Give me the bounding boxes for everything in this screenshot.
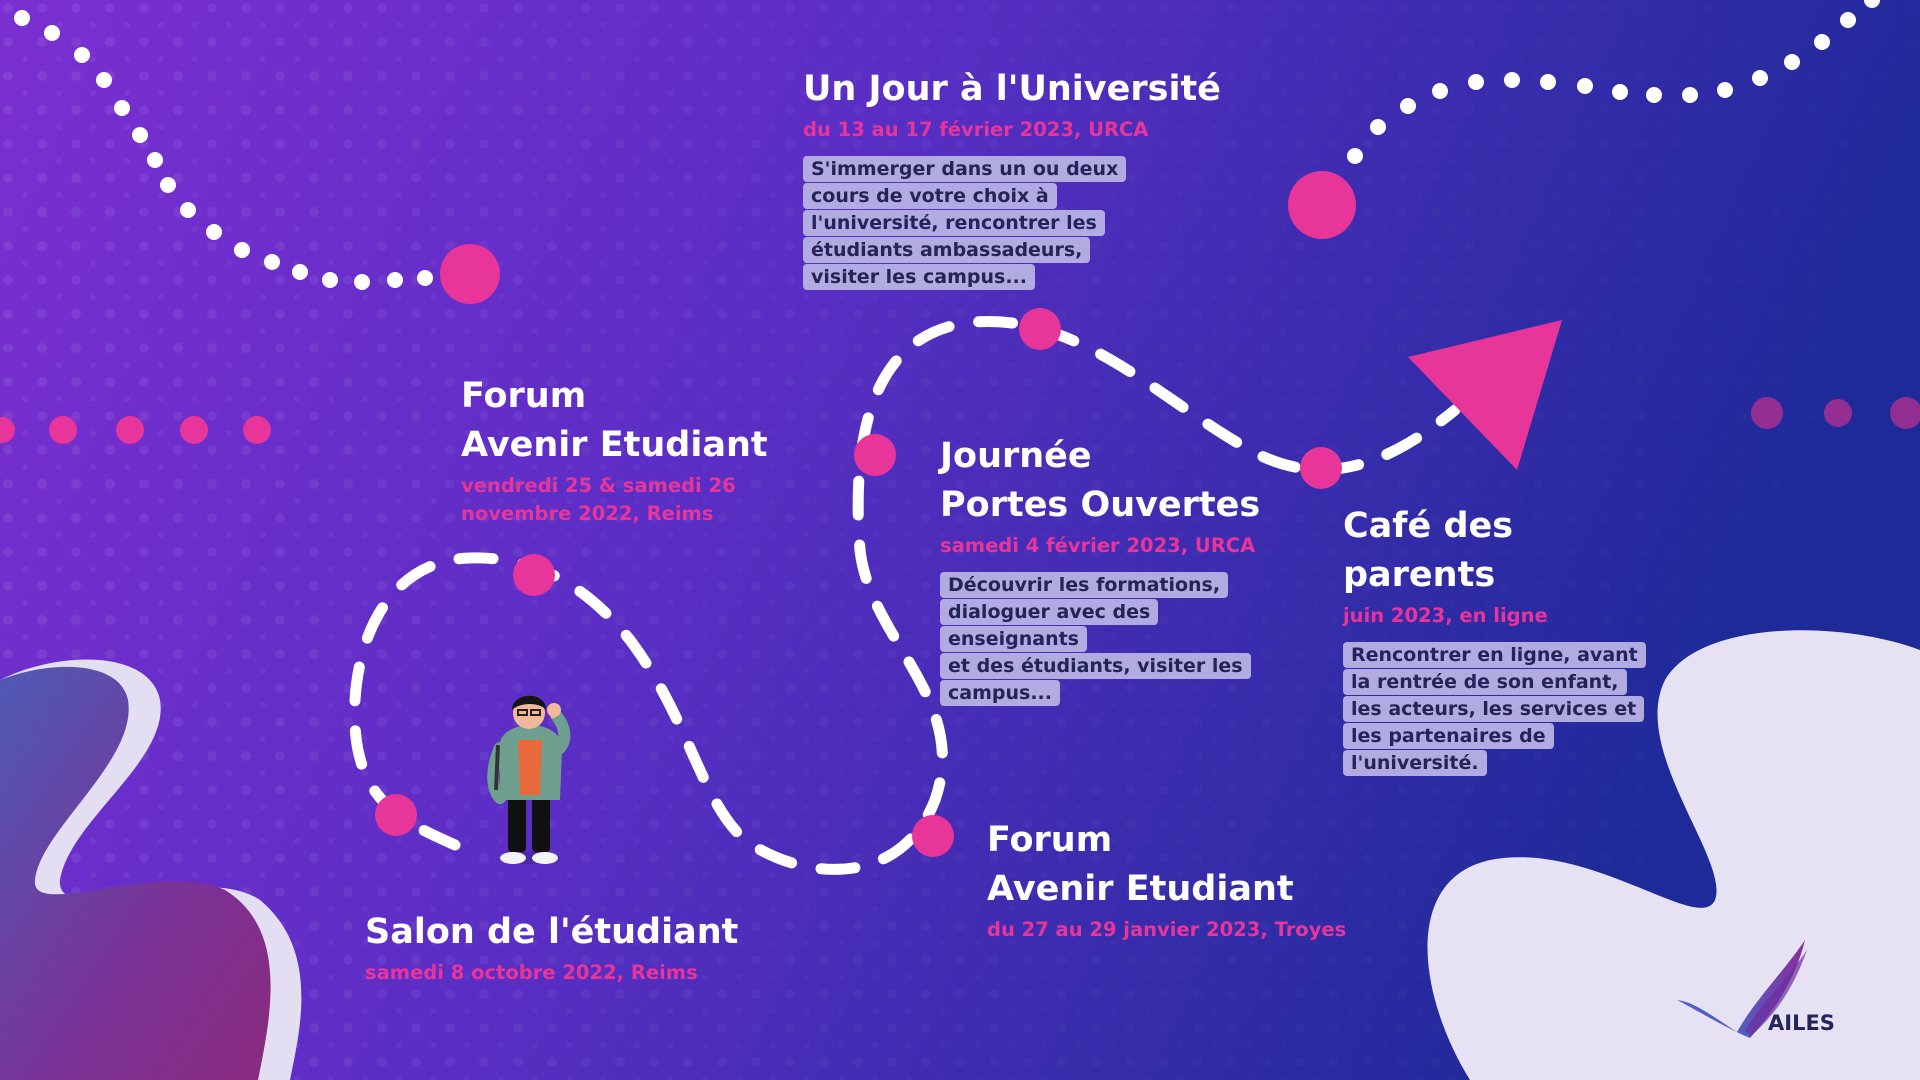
left-pink-dot-row [0,416,271,444]
top-left-dotted-arc [14,10,433,290]
description-line: les partenaires de [1343,723,1554,749]
event-date: samedi 4 février 2023, URCA [940,534,1256,557]
event-title: Forum Avenir Etudiant [987,820,1294,909]
event-jour-universite: Un Jour à l'Université du 13 au 17 févri… [803,65,1223,291]
logo-text: AILES [1768,1011,1835,1035]
event-salon-etudiant: Salon de l'étudiant samedi 8 octobre 202… [365,908,738,987]
description-line: visiter les campus... [803,264,1035,290]
top-left-pink-dot [440,244,500,304]
description-line: Rencontrer en ligne, avant [1343,642,1646,668]
description-line: l'université, rencontrer les [803,210,1105,236]
event-date: vendredi 25 & samedi 26 novembre 2022, R… [461,474,736,525]
event-date: du 13 au 17 février 2023, URCA [803,118,1149,141]
event-description: Découvrir les formations, dialoguer avec… [940,572,1270,707]
event-date: samedi 8 octobre 2022, Reims [365,961,698,984]
event-title: Salon de l'étudiant [365,912,739,952]
description-line: campus... [940,680,1060,706]
wing-icon [1677,940,1807,1038]
event-title: Café des parents [1343,506,1514,595]
description-line: cours de votre choix à [803,183,1057,209]
description-line: dialoguer avec des enseignants [940,599,1159,652]
description-line: la rentrée de son enfant, [1343,669,1627,695]
description-line: étudiants ambassadeurs, [803,237,1091,263]
description-line: S'immerger dans un ou deux [803,156,1127,182]
description-line: les acteurs, les services et [1343,696,1645,722]
left-blob [0,666,271,1080]
event-title: Journée Portes Ouvertes [940,436,1261,525]
event-forum-troyes: Forum Avenir Etudiant du 27 au 29 janvie… [987,816,1346,944]
event-forum-reims: Forum Avenir Etudiant vendredi 25 & same… [461,372,768,528]
journey-dashed-path [349,316,1461,875]
event-date: juin 2023, en ligne [1343,604,1548,627]
event-description: Rencontrer en ligne, avant la rentrée de… [1343,642,1673,777]
right-pink-dot-row [1751,397,1920,429]
journey-milestone-dots [375,308,1342,857]
student-waving-icon [487,695,571,864]
event-cafe-parents: Café des parents juin 2023, en ligne Ren… [1343,502,1673,777]
event-portes-ouvertes: Journée Portes Ouvertes samedi 4 février… [940,432,1270,707]
event-date: du 27 au 29 janvier 2023, Troyes [987,918,1347,941]
top-right-pink-dot [1288,171,1356,239]
description-line: et des étudiants, visiter les [940,653,1251,679]
top-right-dotted-arc [1347,0,1880,164]
description-line: Découvrir les formations, [940,572,1229,598]
event-title: Un Jour à l'Université [803,69,1221,109]
description-line: l'université. [1343,750,1487,776]
event-title: Forum Avenir Etudiant [461,376,768,465]
event-description: S'immerger dans un ou deux cours de votr… [803,156,1223,291]
journey-arrow-head [1408,320,1562,470]
